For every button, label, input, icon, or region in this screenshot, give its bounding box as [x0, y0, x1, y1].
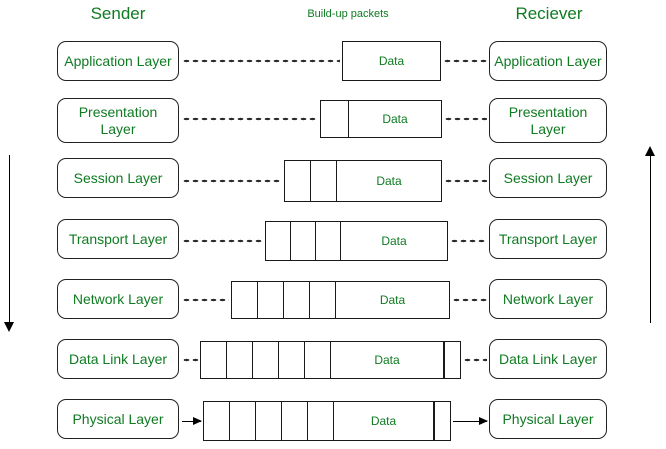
sender-layer-network[interactable]: Network Layer — [57, 279, 179, 319]
packet-data-cell: Data — [334, 402, 434, 440]
sender-layer-transport[interactable]: Transport Layer — [57, 219, 179, 259]
receiver-layer-datalink[interactable]: Data Link Layer — [489, 339, 607, 379]
receiver-layer-physical[interactable]: Physical Layer — [489, 399, 607, 439]
packet-transport: Data — [265, 221, 448, 261]
packet-trailer-cell — [444, 342, 460, 378]
packet-physical: Data — [203, 401, 451, 441]
packet-data-cell: Data — [331, 342, 444, 378]
packet-header-cell — [316, 222, 341, 260]
sender-flow-arrow-down — [4, 155, 14, 332]
packet-header-cell — [232, 282, 258, 318]
sender-layer-presentation[interactable]: Presentation Layer — [57, 98, 179, 143]
packet-header-cell — [230, 402, 256, 440]
packet-header-cell — [291, 222, 316, 260]
connector-dots-right-presentation — [444, 117, 487, 121]
packet-header-cell — [305, 342, 331, 378]
packet-data-cell: Data — [382, 112, 408, 126]
connector-arrow-right-physical — [453, 417, 488, 425]
connector-dots-left-presentation — [182, 117, 318, 121]
packet-data-cell: Data — [381, 234, 407, 248]
packet-network: Data — [231, 281, 450, 319]
packet-header-cell — [308, 402, 334, 440]
connector-dots-right-application — [443, 59, 487, 63]
packet-application: Data — [342, 41, 441, 81]
packet-header-cell — [311, 161, 337, 201]
receiver-layer-transport[interactable]: Transport Layer — [489, 219, 607, 259]
connector-dots-left-session — [182, 179, 282, 183]
packet-header-cell — [258, 282, 284, 318]
packet-data-cell: Data — [376, 174, 402, 188]
connector-dots-left-network — [182, 298, 229, 302]
connector-arrow-left-physical — [182, 417, 202, 425]
packet-header-cell — [285, 161, 311, 201]
receiver-layer-session[interactable]: Session Layer — [489, 158, 607, 198]
sender-layer-datalink[interactable]: Data Link Layer — [57, 339, 179, 379]
sender-layer-session[interactable]: Session Layer — [57, 158, 179, 198]
packet-header-cell — [310, 282, 336, 318]
packet-header-cell — [227, 342, 253, 378]
packet-header-cell — [256, 402, 282, 440]
packet-data-cell: Data — [378, 54, 405, 68]
packet-data-cell: Data — [379, 293, 406, 307]
packet-header-cell — [201, 342, 227, 378]
packet-header-cell — [282, 402, 308, 440]
sender-heading: Sender — [90, 4, 146, 23]
receiver-flow-arrow-up — [645, 146, 655, 323]
packet-datalink: Data — [200, 341, 461, 379]
sender-layer-application[interactable]: Application Layer — [57, 41, 179, 81]
packet-header-cell — [279, 342, 305, 378]
connector-dots-right-datalink — [463, 358, 487, 362]
packet-header-cell — [321, 101, 349, 137]
receiver-heading: Reciever — [515, 4, 583, 23]
buildup-packets-heading: Build-up packets — [307, 8, 389, 20]
connector-dots-right-network — [452, 298, 487, 302]
receiver-layer-application[interactable]: Application Layer — [489, 41, 607, 81]
packet-presentation: Data — [320, 100, 442, 138]
packet-trailer-cell — [434, 402, 450, 440]
connector-dots-left-transport — [182, 239, 263, 243]
packet-header-cell — [253, 342, 279, 378]
connector-dots-right-session — [444, 179, 487, 183]
packet-header-cell — [284, 282, 310, 318]
connector-dots-right-transport — [450, 239, 487, 243]
packet-header-cell — [204, 402, 230, 440]
sender-layer-physical[interactable]: Physical Layer — [57, 399, 179, 439]
connector-dots-left-datalink — [182, 358, 198, 362]
receiver-layer-network[interactable]: Network Layer — [489, 279, 607, 319]
connector-dots-left-application — [182, 59, 340, 63]
receiver-layer-presentation[interactable]: Presentation Layer — [489, 98, 607, 143]
packet-header-cell — [266, 222, 291, 260]
packet-session: Data — [284, 160, 442, 202]
